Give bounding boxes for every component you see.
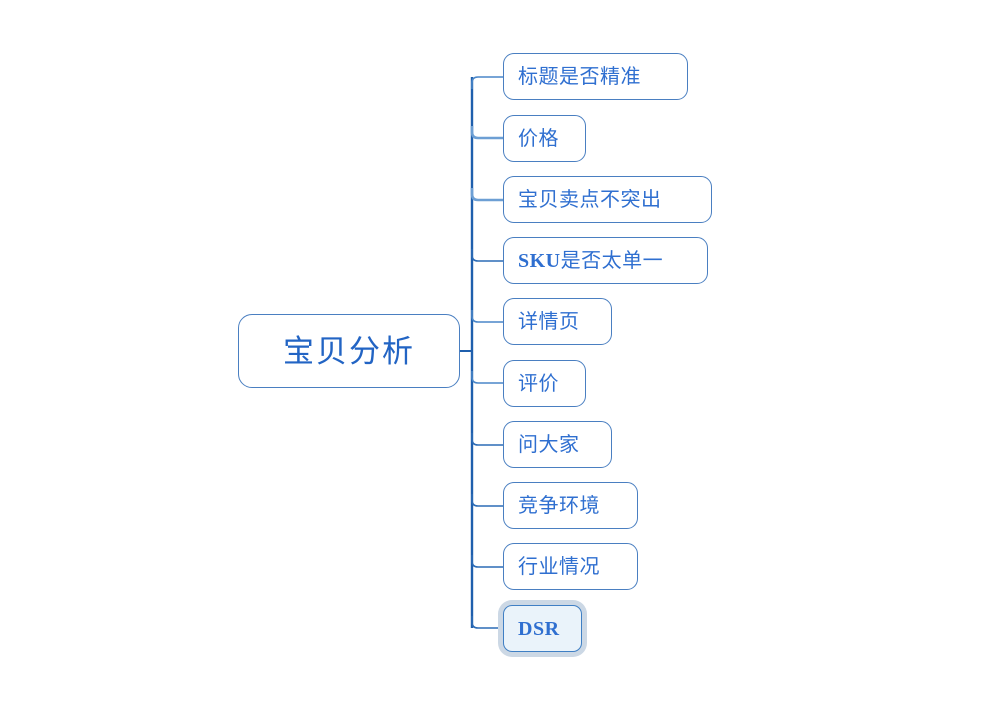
node-label: 宝贝卖点不突出 — [518, 188, 662, 211]
node-industry-status[interactable]: 行业情况 — [503, 543, 638, 590]
node-label-cjk: 是否太单一 — [560, 249, 664, 272]
connector-branch-10 — [471, 616, 503, 629]
node-label: 问大家 — [518, 433, 580, 456]
node-label: 价格 — [518, 127, 559, 150]
node-label: 评价 — [518, 372, 559, 395]
connector-branch-5 — [471, 310, 503, 323]
connector-branch-4 — [471, 249, 503, 262]
connector-branch-7 — [471, 433, 503, 446]
root-node[interactable]: 宝贝分析 — [238, 314, 460, 388]
node-reviews[interactable]: 评价 — [503, 360, 586, 407]
connector-branch-8 — [471, 494, 503, 507]
node-label-latin: SKU — [518, 249, 561, 272]
node-label: 详情页 — [518, 310, 580, 333]
node-label: 竞争环境 — [518, 494, 600, 517]
node-price[interactable]: 价格 — [503, 115, 586, 162]
node-sku-variety[interactable]: SKU是否太单一 — [503, 237, 708, 284]
node-selling-point[interactable]: 宝贝卖点不突出 — [503, 176, 712, 223]
node-label: 行业情况 — [518, 555, 600, 578]
node-competition[interactable]: 竞争环境 — [503, 482, 638, 529]
root-node-label: 宝贝分析 — [283, 333, 415, 369]
connector-branch-9 — [471, 555, 503, 568]
node-label: 标题是否精准 — [518, 65, 641, 88]
connector-branch-6 — [471, 371, 503, 384]
node-title-accuracy[interactable]: 标题是否精准 — [503, 53, 688, 100]
node-label: SKU是否太单一 — [518, 251, 663, 271]
node-dsr[interactable]: DSR — [503, 605, 582, 652]
node-label: DSR — [518, 617, 560, 640]
connector-branch-3 — [470, 188, 503, 202]
connector-branch-1 — [471, 76, 503, 89]
connector-branch-2 — [470, 126, 503, 140]
node-detail-page[interactable]: 详情页 — [503, 298, 612, 345]
node-ask-everyone[interactable]: 问大家 — [503, 421, 612, 468]
